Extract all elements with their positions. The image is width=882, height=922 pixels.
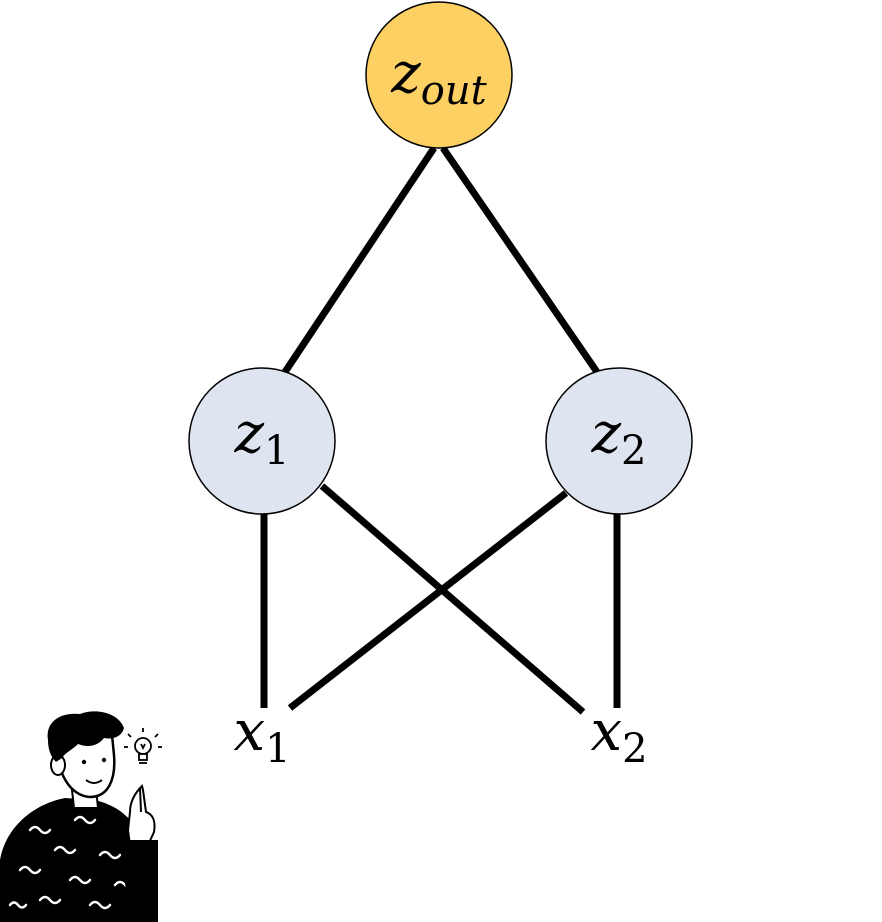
input-node-2: x2	[590, 699, 647, 772]
input-node-2-subscript: 2	[622, 726, 647, 772]
edge-output-hidden1	[282, 146, 437, 374]
hidden-node-2: z2	[545, 367, 693, 515]
hidden-node-1-subscript: 1	[264, 428, 289, 474]
edge-output-hidden2	[440, 146, 600, 374]
input-node-1-subscript: 1	[265, 726, 290, 772]
output-node: zout	[365, 1, 513, 149]
svg-text:x2: x2	[590, 699, 647, 772]
input-node-2-base: x	[590, 699, 622, 764]
svg-text:zout: zout	[390, 41, 487, 114]
edge-hidden2-input1	[287, 490, 569, 711]
svg-text:z2: z2	[591, 401, 647, 474]
person-idea-icon	[0, 711, 158, 922]
output-node-base: z	[390, 41, 421, 106]
hidden-node-1-base: z	[234, 401, 265, 466]
hidden-node-2-base: z	[591, 401, 622, 466]
svg-text:x1: x1	[233, 699, 290, 772]
hidden-node-2-subscript: 2	[621, 428, 646, 474]
input-node-1: x1	[233, 699, 290, 772]
hidden-node-1: z1	[188, 367, 336, 515]
svg-text:z1: z1	[234, 401, 290, 474]
edges	[260, 146, 621, 715]
output-node-subscript: out	[421, 68, 488, 114]
edge-hidden1-input2	[319, 483, 586, 715]
lightbulb-icon	[124, 728, 162, 764]
input-node-1-base: x	[233, 699, 265, 764]
